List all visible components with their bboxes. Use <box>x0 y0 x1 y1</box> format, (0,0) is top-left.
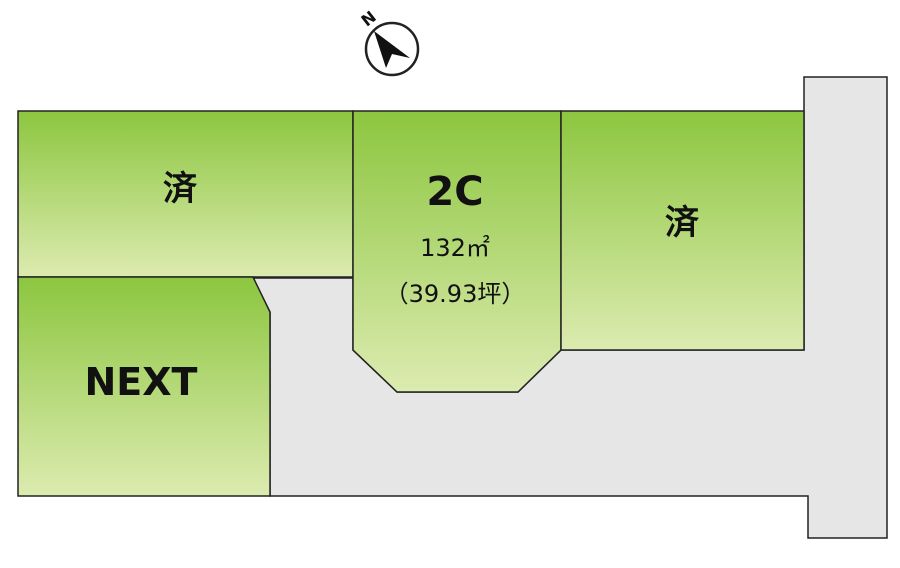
north-arrow-icon: N <box>358 7 420 77</box>
lot-2c-area: 132㎡ <box>420 234 490 262</box>
lot-bottom-left[interactable] <box>17 276 271 497</box>
lot-bottom-left-label: NEXT <box>85 360 198 404</box>
lot-top-right[interactable] <box>560 110 805 351</box>
lot-top-right-label: 済 <box>665 203 700 243</box>
lot-2c-tsubo: （39.93坪） <box>385 280 526 308</box>
lot-2c-label: 2C <box>426 169 483 215</box>
lot-top-left-label: 済 <box>163 169 198 209</box>
